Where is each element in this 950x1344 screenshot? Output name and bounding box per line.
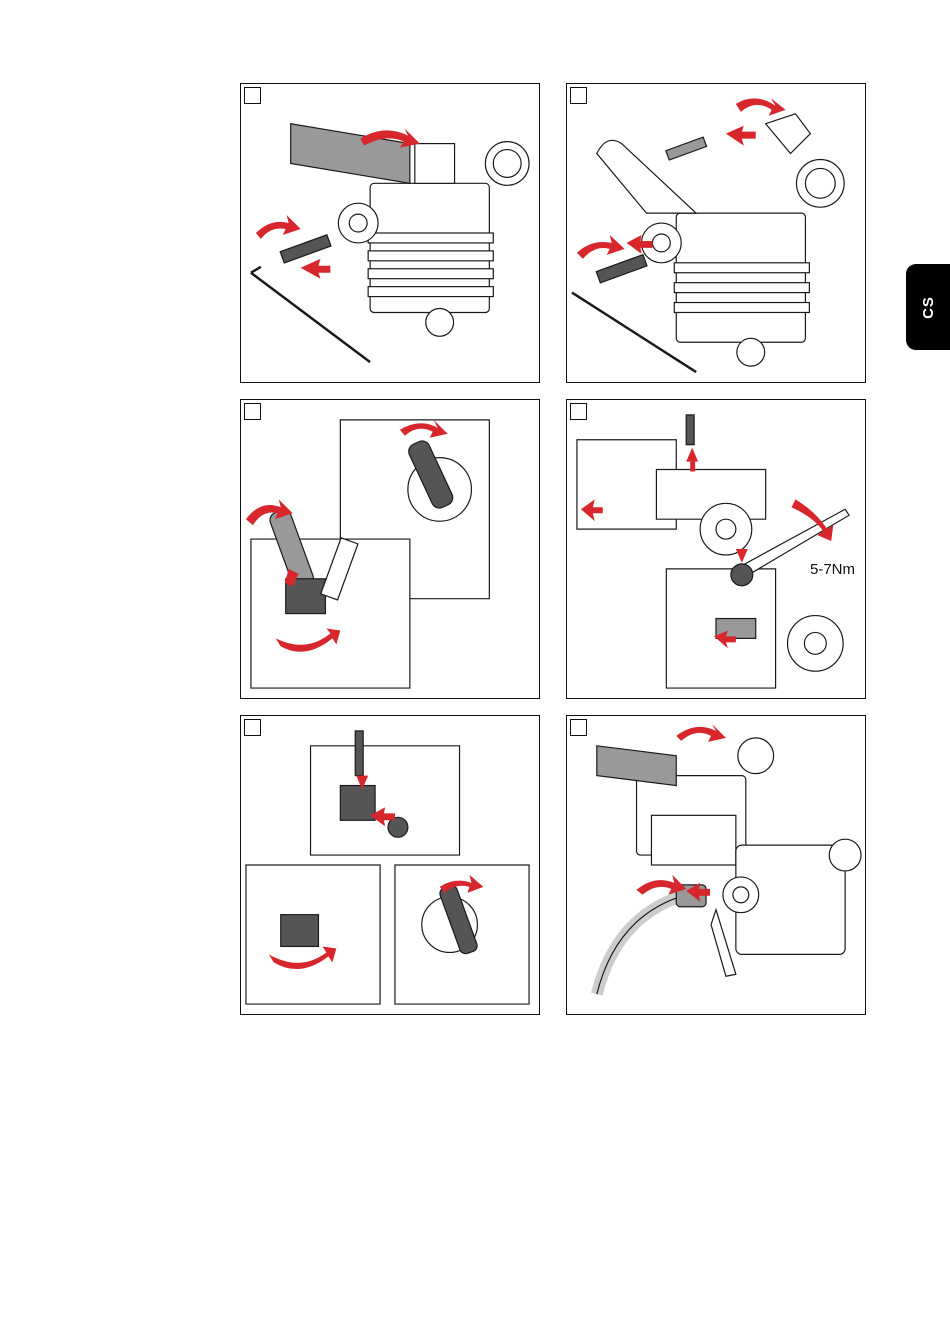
torch-disassembly-illustration bbox=[241, 84, 539, 382]
illustration-panel-6 bbox=[566, 715, 866, 1015]
clamping-lever-illustration bbox=[241, 400, 539, 698]
step-number-box bbox=[244, 403, 261, 420]
torch-neck-mounting-illustration bbox=[567, 716, 865, 1014]
language-tab[interactable]: CS bbox=[906, 264, 950, 350]
step-number-box bbox=[570, 403, 587, 420]
torch-contact-tube-illustration bbox=[567, 84, 865, 382]
reassembly-illustration bbox=[241, 716, 539, 1014]
language-code: CS bbox=[920, 296, 937, 319]
step-number-box bbox=[570, 719, 587, 736]
illustration-panel-4: 5-7Nm bbox=[566, 399, 866, 699]
torque-value-label: 5-7Nm bbox=[810, 561, 855, 578]
step-number-box bbox=[244, 87, 261, 104]
illustration-panel-5 bbox=[240, 715, 540, 1015]
illustration-panel-3 bbox=[240, 399, 540, 699]
step-number-box bbox=[570, 87, 587, 104]
nut-tightening-illustration bbox=[567, 400, 865, 698]
illustration-panel-2 bbox=[566, 83, 866, 383]
step-number-box bbox=[244, 719, 261, 736]
illustration-panel-1 bbox=[240, 83, 540, 383]
